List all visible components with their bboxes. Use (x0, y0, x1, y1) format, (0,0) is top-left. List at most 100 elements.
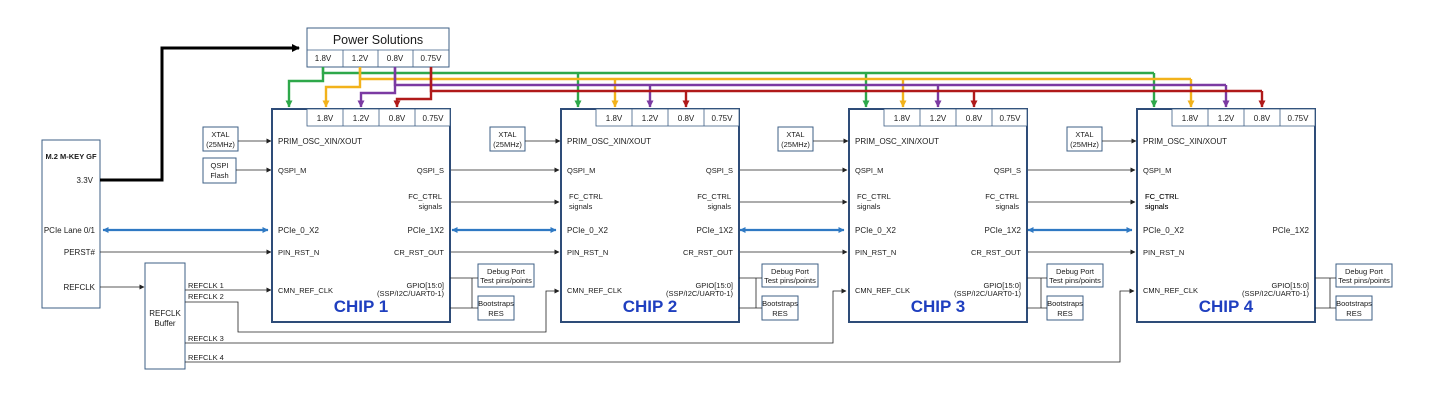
m2-pcie-lane-label: PCIe Lane 0/1 (44, 226, 96, 235)
bootstraps-label-2: RES (488, 309, 503, 318)
pin-prim-osc: PRIM_OSC_XIN/XOUT (567, 137, 651, 146)
bootstraps-label-1: Bootstraps (762, 299, 798, 308)
chip-3-rail-3: 0.75V (1000, 114, 1022, 123)
power-3v3-line (100, 44, 300, 182)
xtal-1-outline (202, 126, 239, 152)
m2-refclk-label: REFCLK (63, 283, 95, 292)
xtal-3-outline (777, 126, 814, 152)
bootstraps-label-1: Bootstraps (478, 299, 514, 308)
refclk3-route (185, 288, 847, 344)
pin-pcie0: PCIe_0_X2 (855, 226, 896, 235)
bootstraps-label-1: Bootstraps (1047, 299, 1083, 308)
debug-port-label-2: Test pins/points (1338, 276, 1390, 285)
pin-fc-ctrl-1: FC_CTRL (408, 192, 442, 201)
chip-array: 1.8V 1.2V 0.8V 0.75V PRIM_OSC_XIN/XOUT QSPI_M… (202, 108, 1393, 323)
qspi-flash-label-2: Flash (210, 171, 228, 180)
pin-qspi-s: QSPI_S (706, 166, 733, 175)
m2-3v3-label: 3.3V (77, 176, 94, 185)
pin-gpio-sub: (SSP/I2C/UART0-1) (666, 289, 733, 298)
refclk-buffer-block: REFCLK Buffer (144, 262, 186, 370)
bootstraps-2-outline (761, 295, 799, 321)
chip-4-rail-2: 0.8V (1254, 114, 1271, 123)
pin-cmn-ref-clk: CMN_REF_CLK (278, 286, 333, 295)
chip-1-rail-3: 0.75V (423, 114, 445, 123)
pin-fc-ctrl-in-2: signals (569, 202, 593, 211)
pin-gpio: GPIO[15:0] (406, 281, 444, 290)
pin-gpio: GPIO[15:0] (695, 281, 733, 290)
m2-perst-label: PERST# (64, 248, 96, 257)
bootstraps-label-2: RES (1346, 309, 1361, 318)
chip-2-rail-0: 1.8V (606, 114, 623, 123)
pin-gpio-sub: (SSP/I2C/UART0-1) (954, 289, 1021, 298)
refclk1-label: REFCLK 1 (188, 281, 224, 290)
qspi-flash-label-1: QSPI (211, 161, 229, 170)
debug-port-4-outline (1335, 263, 1393, 288)
chip-3-rail-1: 1.2V (930, 114, 947, 123)
pin-pcie0: PCIe_0_X2 (278, 226, 319, 235)
bootstraps-label-2: RES (1057, 309, 1072, 318)
pin-cr-rst-out: CR_RST_OUT (394, 248, 444, 257)
pin-pcie1: PCIe_1X2 (408, 226, 445, 235)
xtal-label-1: XTAL (786, 130, 804, 139)
refclk2-route (185, 288, 560, 333)
xtal-label-1: XTAL (211, 130, 229, 139)
pin-pcie1: PCIe_1X2 (1273, 226, 1310, 235)
pin-cmn-ref-clk: CMN_REF_CLK (567, 286, 622, 295)
xtal-label-2: (25MHz) (1070, 140, 1099, 149)
rail-drop-3-0 (393, 67, 433, 108)
pin-prim-osc: PRIM_OSC_XIN/XOUT (1143, 137, 1227, 146)
debug-port-label-2: Test pins/points (1049, 276, 1101, 285)
pin-fc-ctrl-in-2: signals (857, 202, 881, 211)
pin-qspi-s: QSPI_S (417, 166, 444, 175)
chip-1-rail-1: 1.2V (353, 114, 370, 123)
pin-gpio: GPIO[15:0] (983, 281, 1021, 290)
xtal-label-2: (25MHz) (781, 140, 810, 149)
chip-3-rail-0: 1.8V (894, 114, 911, 123)
pin-cmn-ref-clk: CMN_REF_CLK (855, 286, 910, 295)
refclk3-label: REFCLK 3 (188, 334, 224, 343)
refclk4-label: REFCLK 4 (188, 353, 224, 362)
chip-1-rail-2: 0.8V (389, 114, 406, 123)
debug-port-label-2: Test pins/points (764, 276, 816, 285)
pin-cmn-ref-clk: CMN_REF_CLK (1143, 286, 1198, 295)
ps-rail-0v75: 0.75V (421, 54, 443, 63)
debug-port-label-1: Debug Port (1056, 267, 1095, 276)
xtal-label-2: (25MHz) (493, 140, 522, 149)
xtal-4-outline (1066, 126, 1103, 152)
chip-2-outline (560, 108, 740, 323)
pin-rst-n: PIN_RST_N (278, 248, 319, 257)
pin-pcie0: PCIe_0_X2 (567, 226, 608, 235)
xtal-label-1: XTAL (1075, 130, 1093, 139)
ps-rail-1v8: 1.8V (315, 54, 332, 63)
xtal-2-outline (489, 126, 526, 152)
pin-gpio-sub: (SSP/I2C/UART0-1) (1242, 289, 1309, 298)
m2-title: M.2 M-KEY GF (45, 152, 97, 161)
pin-fc-ctrl-in-1: FC_CTRL (1145, 192, 1179, 201)
chip-4-rail-0: 1.8V (1182, 114, 1199, 123)
power-solutions-title: Power Solutions (333, 33, 423, 47)
chip-1-name: CHIP 1 (334, 297, 389, 316)
debug-port-label-1: Debug Port (1345, 267, 1384, 276)
pin-qspi-m: QSPI_M (1143, 166, 1171, 175)
pin-fc-ctrl-2: signals (1145, 202, 1169, 211)
pin-cr-rst-out: CR_RST_OUT (683, 248, 733, 257)
xtal-label-1: XTAL (498, 130, 516, 139)
debug-port-label-2: Test pins/points (480, 276, 532, 285)
refclk4-route (185, 288, 1135, 363)
bootstraps-1-outline (477, 295, 515, 321)
bootstraps-3-outline (1046, 295, 1084, 321)
m2-connector-block: M.2 M-KEY GF 3.3V PCIe Lane 0/1 PERST# R… (41, 139, 101, 309)
power-solutions-block: Power Solutions 1.8V 1.2V 0.8V 0.75V (306, 27, 450, 68)
rail-trunk-0 (321, 67, 1154, 75)
pin-rst-n: PIN_RST_N (855, 248, 896, 257)
chip-2-name: CHIP 2 (623, 297, 678, 316)
xtal-2-block: XTAL(25MHz) (489, 126, 526, 152)
pin-rst-n: PIN_RST_N (567, 248, 608, 257)
